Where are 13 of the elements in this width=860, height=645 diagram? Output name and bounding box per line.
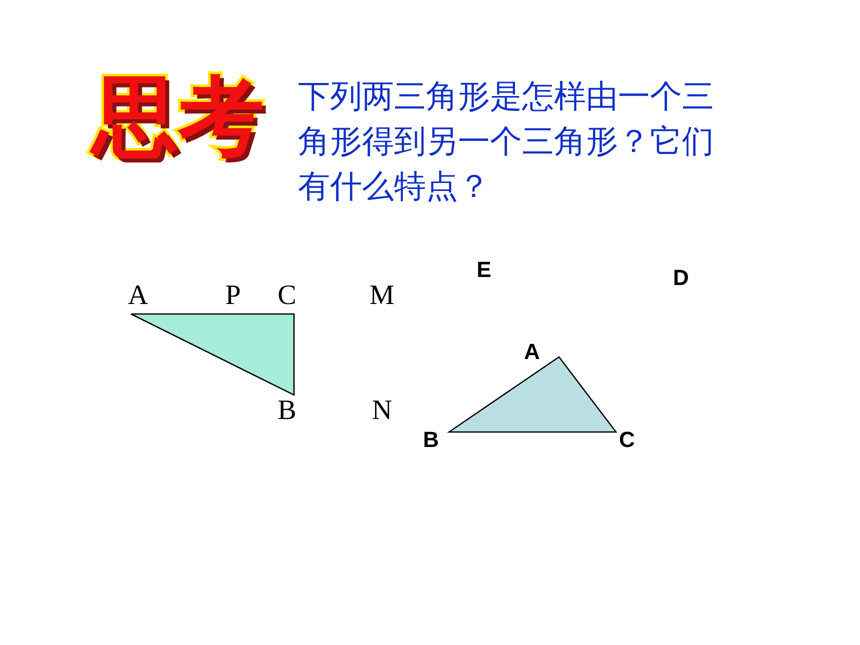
- vertex-label: E: [476, 259, 492, 281]
- vertex-label: C: [278, 282, 296, 310]
- vertex-label: P: [225, 282, 241, 310]
- vertex-label: B: [423, 429, 439, 451]
- vertex-label: A: [524, 341, 540, 363]
- vertex-label: N: [372, 397, 392, 425]
- title: 思考: [92, 62, 264, 172]
- vertex-label: A: [128, 282, 148, 310]
- vertex-label: D: [673, 267, 689, 289]
- vertex-label: M: [370, 282, 394, 310]
- vertex-label: C: [619, 429, 635, 451]
- question-text: 下列两三角形是怎样由一个三角形得到另一个三角形？它们有什么特点？: [298, 76, 715, 207]
- vertex-label: B: [278, 397, 296, 425]
